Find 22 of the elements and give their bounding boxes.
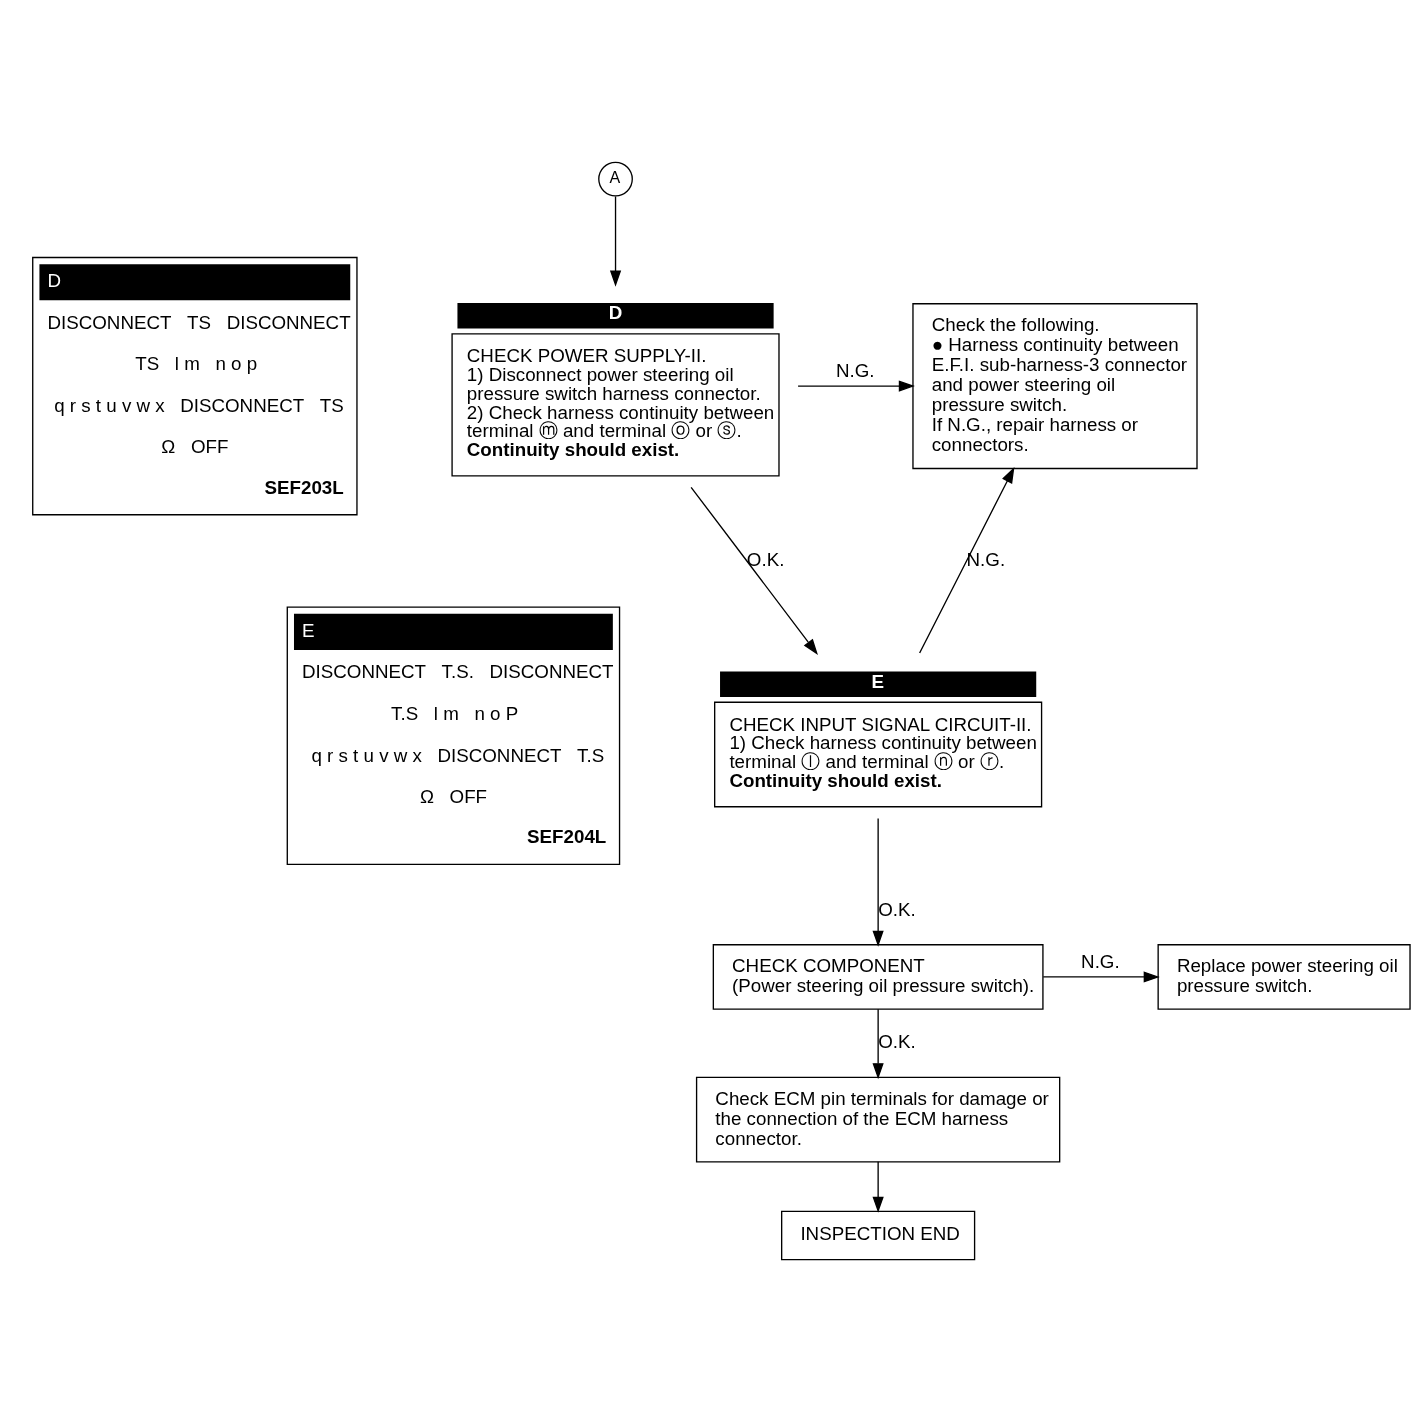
arrow [690,486,818,655]
node-box: Check the following. ● Harness continuity between E.F.I. sub-harness-3 connector and power steering oil pressure switch. If N.G., repair harness or connectors. [912,303,1198,470]
arrow [872,1161,884,1213]
arrow [797,380,915,392]
node-box: Check ECM pin terminals for damage or the connection of the ECM harness connector. [695,1076,1061,1163]
arrow [872,817,884,947]
node-box: CHECK COMPONENT (Power steering oil pressure switch). [712,944,1044,1010]
edge-label: N.G. [835,359,875,381]
arrow [918,467,1015,654]
node-box: INSPECTION END [781,1210,976,1261]
arrow [609,195,622,287]
edge-label: N.G. [1081,950,1120,972]
node-box: D DISCONNECT TS DISCONNECT TS l m n o p q r s t u v w x DISCONNECT TS Ω OFF SEF203L [32,256,358,516]
node-box: E DISCONNECT T.S. DISCONNECT T.S l m n o P q r s t u v w x DISCONNECT T.S Ω OFF SEF204L [286,606,621,866]
node-circle: A [598,161,633,197]
arrow [872,1008,884,1080]
arrow [1042,971,1160,983]
edge-label: O.K. [746,548,785,570]
node-box: Replace power steering oil pressure switch. [1157,944,1411,1010]
edge-label: O.K. [878,1031,916,1053]
edge-label: O.K. [878,898,916,920]
edge-label: N.G. [966,548,1006,570]
